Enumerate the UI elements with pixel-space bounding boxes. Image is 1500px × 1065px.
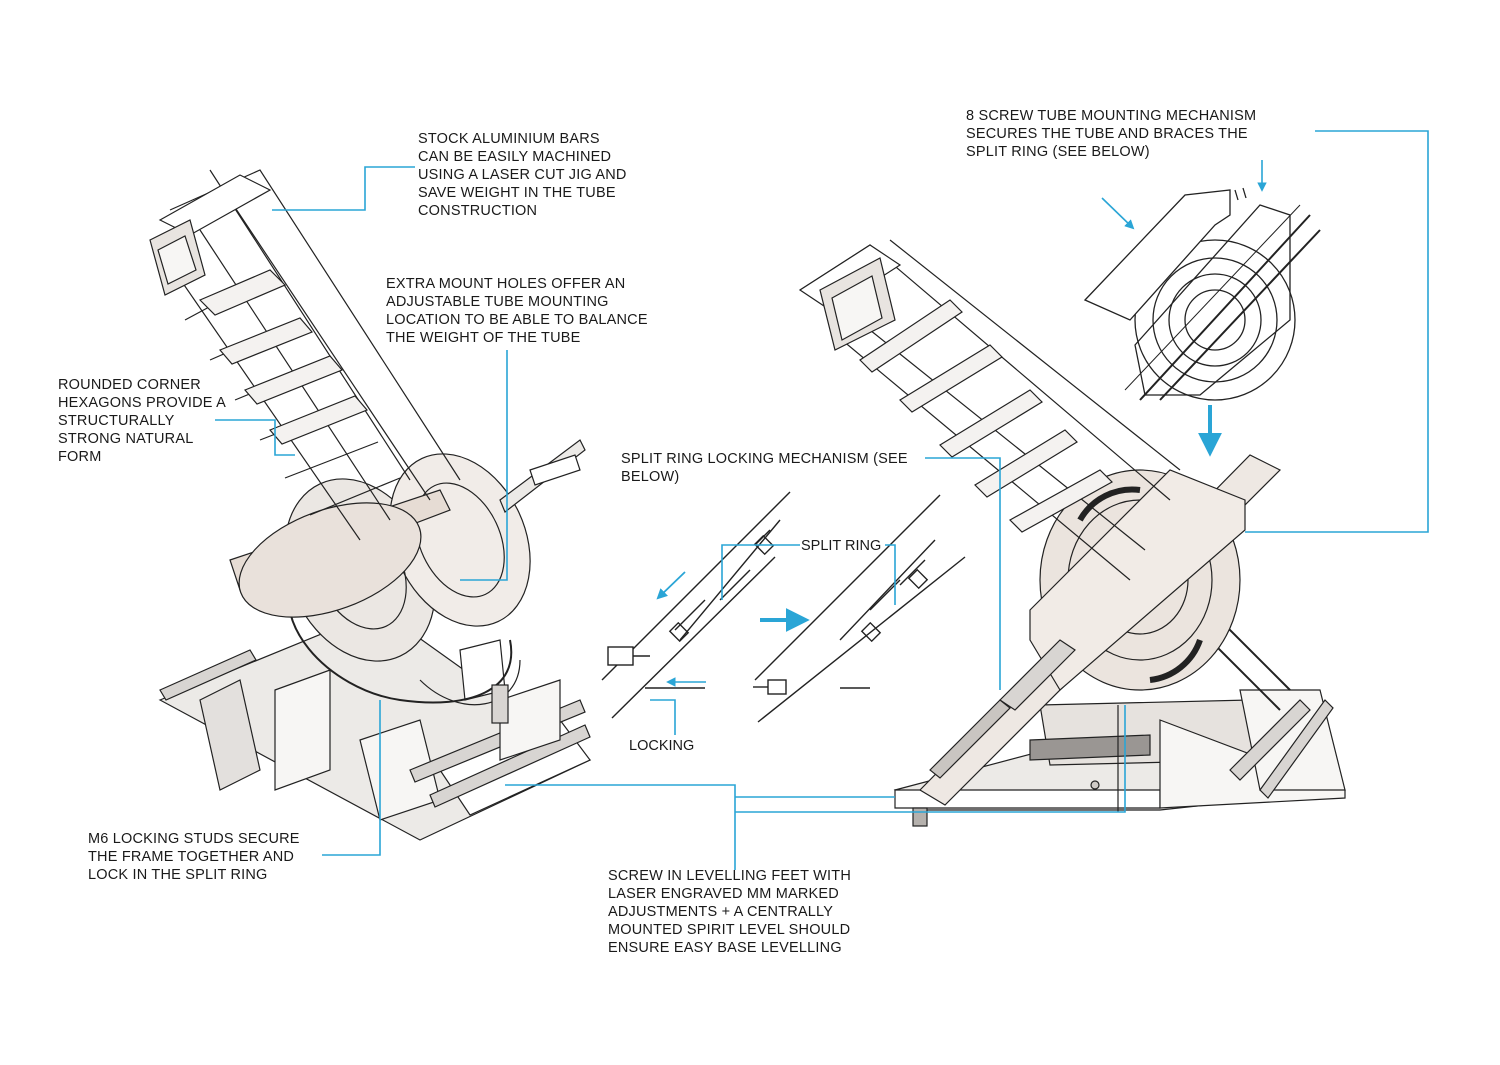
annotation-hexagons: ROUNDED CORNER HEXAGONS PROVIDE A STRUCT… (58, 377, 226, 465)
leader-mount-holes (460, 350, 508, 581)
annotation-levelling-feet: SCREW IN LEVELLING FEET WITH LASER ENGRA… (608, 868, 852, 956)
leader-lines (215, 130, 1429, 870)
right-tilted-plate (919, 454, 1282, 806)
annotation-mount-holes: EXTRA MOUNT HOLES OFFER AN ADJUSTABLE TU… (386, 276, 648, 346)
left-split-ring (229, 439, 586, 724)
leader-split-ring-mech (925, 457, 1001, 690)
leader-locking-studs (322, 700, 381, 856)
left-finder-box (149, 219, 206, 296)
annotation-screw-mount: 8 SCREW TUBE MOUNTING MECHANISM SECURES … (966, 108, 1257, 160)
leader-levelling-b (735, 705, 1126, 813)
leader-hexagons (215, 419, 295, 456)
annotation-split-ring-mechanism: SPLIT RING LOCKING MECHANISM (SEE BELOW) (621, 451, 908, 485)
leader-split-ring-b (885, 544, 896, 605)
label-split-ring: SPLIT RING (801, 538, 882, 554)
leader-levelling-a (505, 784, 736, 870)
annotation-aluminium-bars: STOCK ALUMINIUM BARS CAN BE EASILY MACHI… (418, 131, 627, 219)
right-telescope-render (798, 239, 1346, 827)
split-ring-before-detail (601, 491, 791, 719)
left-tube-truss (158, 169, 461, 541)
label-locking: LOCKING (629, 738, 695, 754)
screw-mount-detail (1083, 187, 1321, 401)
left-telescope-render (149, 169, 592, 841)
arrow-left-down-icon (656, 571, 686, 600)
leader-aluminium (272, 166, 415, 211)
flow-arrows (656, 160, 1267, 687)
leader-screw-mount (1245, 130, 1429, 533)
annotation-locking-studs: M6 LOCKING STUDS SECURE THE FRAME TOGETH… (88, 831, 300, 883)
right-side-supports (1144, 559, 1346, 799)
leader-locking (650, 699, 676, 735)
arrow-diagonal-icon (1101, 197, 1135, 230)
leader-split-ring-a (721, 544, 800, 600)
right-finder-box (819, 257, 896, 351)
split-ring-after-detail (753, 494, 966, 723)
